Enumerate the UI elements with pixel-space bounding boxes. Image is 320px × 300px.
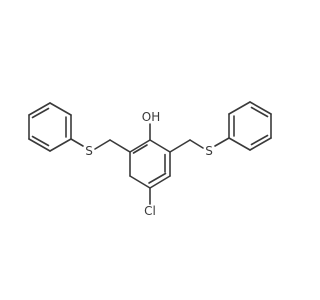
atom-label-chlorine: Cl — [144, 204, 156, 218]
bond-ch2-s — [94, 139, 111, 150]
double-bond — [148, 172, 167, 184]
bond-ch2-s — [189, 139, 204, 149]
bond — [228, 137, 251, 151]
atom-label-sulfur-left: S — [85, 144, 93, 158]
bond-layer — [28, 101, 272, 205]
bond-c-ch2 — [109, 139, 131, 153]
double-bond — [31, 107, 50, 119]
bond — [228, 101, 251, 115]
bond — [249, 137, 272, 151]
bond — [149, 139, 171, 153]
atom-label-hydroxyl: OH — [142, 110, 160, 124]
double-bond — [132, 144, 148, 154]
molecule-structure: OH S S Cl — [28, 101, 272, 218]
bond — [49, 138, 72, 152]
bond — [49, 102, 72, 116]
bond — [28, 102, 51, 116]
bond — [249, 101, 272, 115]
bond — [129, 139, 151, 153]
bond — [149, 175, 171, 189]
bond-s-ph — [214, 137, 230, 147]
double-bond — [250, 106, 269, 118]
bond — [28, 138, 51, 152]
atom-label-sulfur-right: S — [205, 144, 213, 158]
bond-c-ch2 — [169, 139, 191, 153]
double-bond — [31, 135, 50, 147]
molecule-canvas: OH S S Cl — [28, 101, 272, 218]
double-bond — [250, 134, 269, 146]
bond — [129, 175, 151, 189]
atom-layer: OH S S Cl — [85, 110, 213, 218]
bond-s-ph — [70, 138, 84, 147]
